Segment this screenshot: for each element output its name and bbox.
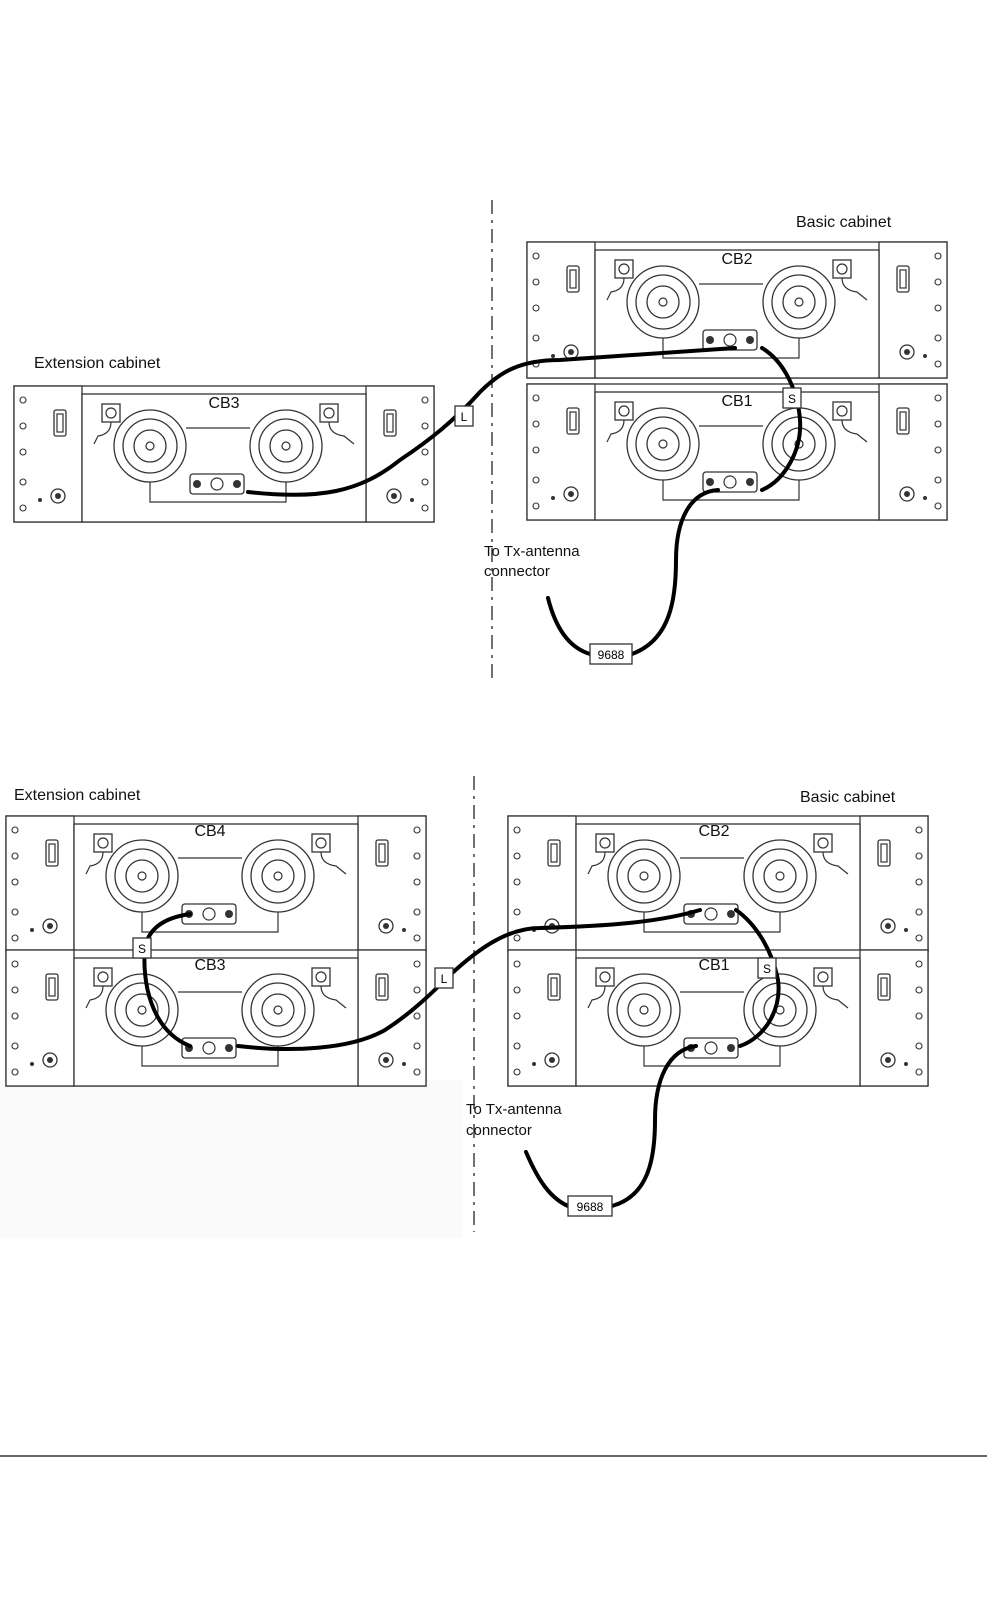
svg-text:9688: 9688 [577, 1200, 604, 1214]
combiner-unit-cb4: CB4 [6, 816, 426, 952]
cable-tag-short-extension: S [133, 938, 151, 958]
tx-antenna-label-2: connector [484, 563, 550, 580]
combiner-label: CB2 [721, 251, 752, 268]
cable-tag-short: S [783, 388, 801, 408]
combiner-label: CB4 [194, 823, 225, 840]
combiner-unit-cb3: CB3 [14, 386, 434, 522]
combiner-label: CB3 [194, 957, 225, 974]
combiner-unit-cb3: CB3 [6, 950, 426, 1086]
svg-text:L: L [461, 410, 468, 424]
basic-cabinet-label: Basic cabinet [800, 789, 896, 806]
diagram-2: Extension cabinet Basic cabinet CB4 CB3 … [0, 776, 928, 1238]
cable-number-tag: 9688 [590, 644, 632, 664]
shaded-panel [0, 1080, 462, 1238]
combiner-label: CB2 [698, 823, 729, 840]
extension-cabinet-label: Extension cabinet [34, 355, 161, 372]
svg-text:L: L [441, 972, 448, 986]
tx-antenna-label: To Tx-antenna [484, 543, 580, 560]
svg-text:S: S [763, 962, 771, 976]
combiner-label: CB1 [698, 957, 729, 974]
svg-text:S: S [788, 392, 796, 406]
tx-antenna-label-2: connector [466, 1122, 532, 1139]
cable-tag-long: L [435, 968, 453, 988]
svg-text:9688: 9688 [598, 648, 625, 662]
combiner-unit-cb1: CB1 [527, 384, 947, 520]
combiner-unit-cb1: CB1 [508, 950, 928, 1086]
tx-antenna-label: To Tx-antenna [466, 1101, 562, 1118]
combiner-unit-cb2: CB2 [508, 816, 928, 952]
cable-tag-short-basic: S [758, 958, 776, 978]
svg-text:S: S [138, 942, 146, 956]
diagram-1: Extension cabinet Basic cabinet CB3 CB2 … [14, 200, 947, 678]
cable-tag-long: L [455, 406, 473, 426]
extension-cabinet-label: Extension cabinet [14, 787, 141, 804]
combiner-label: CB1 [721, 393, 752, 410]
cable-number-tag: 9688 [568, 1196, 612, 1216]
basic-cabinet-label: Basic cabinet [796, 214, 892, 231]
combiner-label: CB3 [208, 395, 239, 412]
